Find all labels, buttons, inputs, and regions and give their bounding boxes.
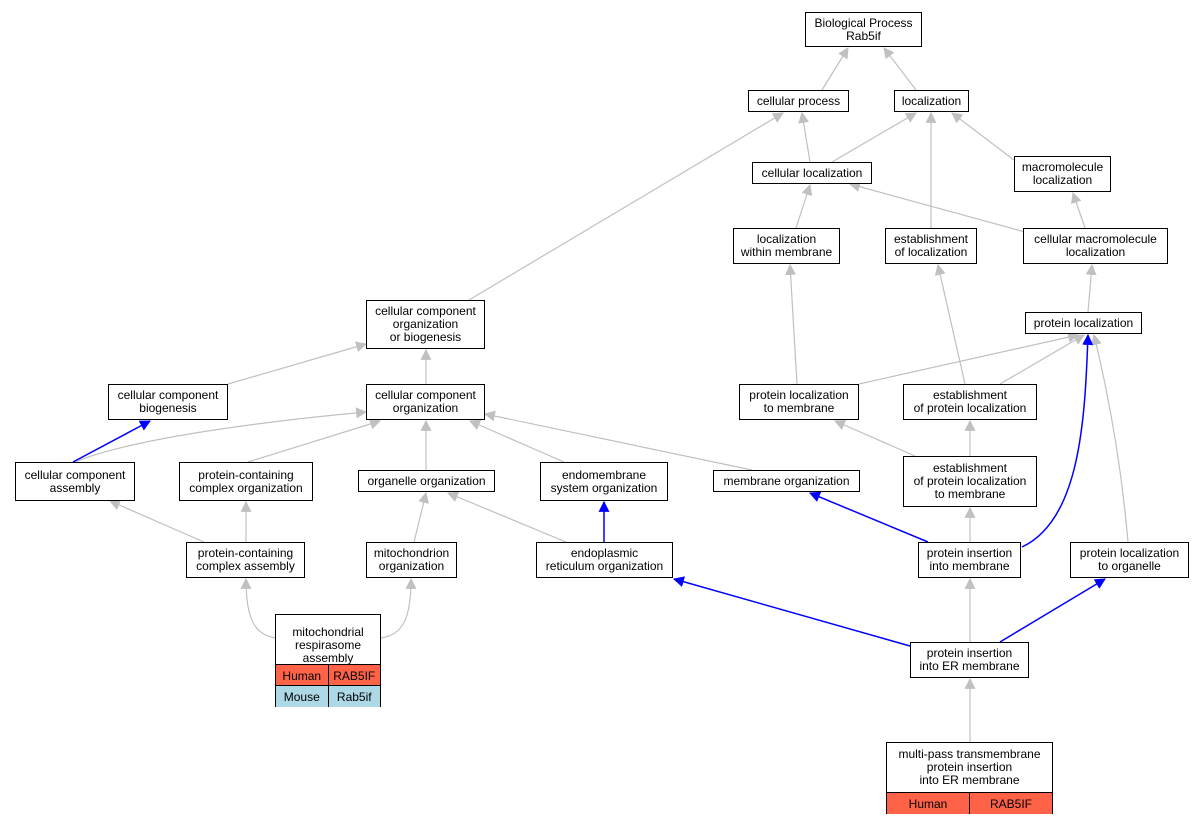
edge-gray [798,111,811,163]
node-localization[interactable]: localization [894,90,969,112]
edge-gray [848,181,1026,233]
edge-blue [1021,333,1094,548]
edge-gray [240,577,277,639]
node-cellular-localization[interactable]: cellular localization [752,162,872,184]
node-er-organization[interactable]: endoplasmic reticulum organization [536,542,673,578]
edge-blue [672,576,911,647]
node-mitochondrion-organization[interactable]: mitochondrion organization [366,542,457,578]
gene-label: RAB5IF [969,793,1052,814]
edge-gray [795,183,813,229]
edge-gray [483,410,753,471]
edge-gray [446,491,567,543]
species-label: Human [908,796,948,811]
node-cc-organization[interactable]: cellular component organization [366,384,485,420]
edge-gray [883,47,917,91]
gene-node-title: multi-pass transmembrane protein inserti… [898,747,1041,787]
gene-node-title: mitochondrial respirasome assembly [292,624,364,665]
node-membrane-organization[interactable]: membrane organization [713,470,860,492]
node-protein-containing-complex-organization[interactable]: protein-containing complex organization [179,462,313,501]
edge-gray [999,334,1085,385]
node-cellular-process[interactable]: cellular process [748,90,849,112]
species-label: Human [282,668,322,683]
node-protein-localization-to-membrane[interactable]: protein localization to membrane [739,384,859,420]
node-protein-localization[interactable]: protein localization [1025,312,1142,334]
edge-gray [858,331,1080,385]
edge-gray [74,407,368,463]
edge-gray [1071,191,1086,229]
edge-gray [831,112,917,163]
node-endomembrane-system-organization[interactable]: endomembrane system organization [540,462,668,501]
edge-gray [413,491,429,543]
edge-blue [72,420,151,463]
gene-row-human[interactable]: Human RAB5IF [887,792,1052,814]
node-establishment-of-protein-localization[interactable]: establishment of protein localization [903,384,1037,420]
edge-gray [1091,333,1129,543]
node-mitochondrial-respirasome-assembly[interactable]: mitochondrial respirasome assembly Human… [275,614,381,707]
edge-gray [821,47,849,91]
node-biological-process[interactable]: Biological Process Rab5if [805,12,922,47]
species-label: Mouse [283,689,320,704]
edge-gray [951,112,1015,161]
edge-gray [1085,263,1097,313]
node-protein-insertion-into-membrane[interactable]: protein insertion into membrane [918,542,1021,578]
node-cellular-macromolecule-localization[interactable]: cellular macromolecule localization [1023,228,1168,264]
edges-layer [72,47,1129,742]
gene-row-human[interactable]: Human RAB5IF [276,664,380,686]
edge-gray [108,499,205,543]
node-multi-pass-transmembrane-insertion[interactable]: multi-pass transmembrane protein inserti… [886,742,1053,814]
edge-gray [934,263,966,385]
node-cc-biogenesis[interactable]: cellular component biogenesis [108,384,228,420]
edge-gray [227,341,368,385]
gene-row-mouse[interactable]: Mouse Rab5if [276,685,380,707]
node-establishment-protein-loc-to-membrane[interactable]: establishment of protein localization to… [903,456,1037,507]
node-protein-insertion-into-er-membrane[interactable]: protein insertion into ER membrane [910,642,1029,678]
node-cc-organization-or-biogenesis[interactable]: cellular component organization or bioge… [366,300,485,349]
edge-gray [785,263,798,385]
node-cc-assembly[interactable]: cellular component assembly [15,462,135,501]
gene-label: RAB5IF [327,665,381,686]
node-establishment-of-localization[interactable]: establishment of localization [885,228,977,264]
node-macromolecule-localization[interactable]: macromolecule localization [1014,156,1111,192]
node-organelle-organization[interactable]: organelle organization [358,470,495,492]
node-localization-within-membrane[interactable]: localization within membrane [733,228,840,264]
edge-gray [468,112,784,301]
node-protein-localization-to-organelle[interactable]: protein localization to organelle [1070,542,1189,578]
edge-gray [380,577,417,639]
edge-gray [247,418,382,463]
edge-gray [833,419,916,457]
edge-blue [999,578,1106,643]
edge-blue [808,491,929,543]
node-protein-containing-complex-assembly[interactable]: protein-containing complex assembly [186,542,305,578]
gene-label: Rab5if [327,686,381,707]
edge-gray [468,419,565,463]
